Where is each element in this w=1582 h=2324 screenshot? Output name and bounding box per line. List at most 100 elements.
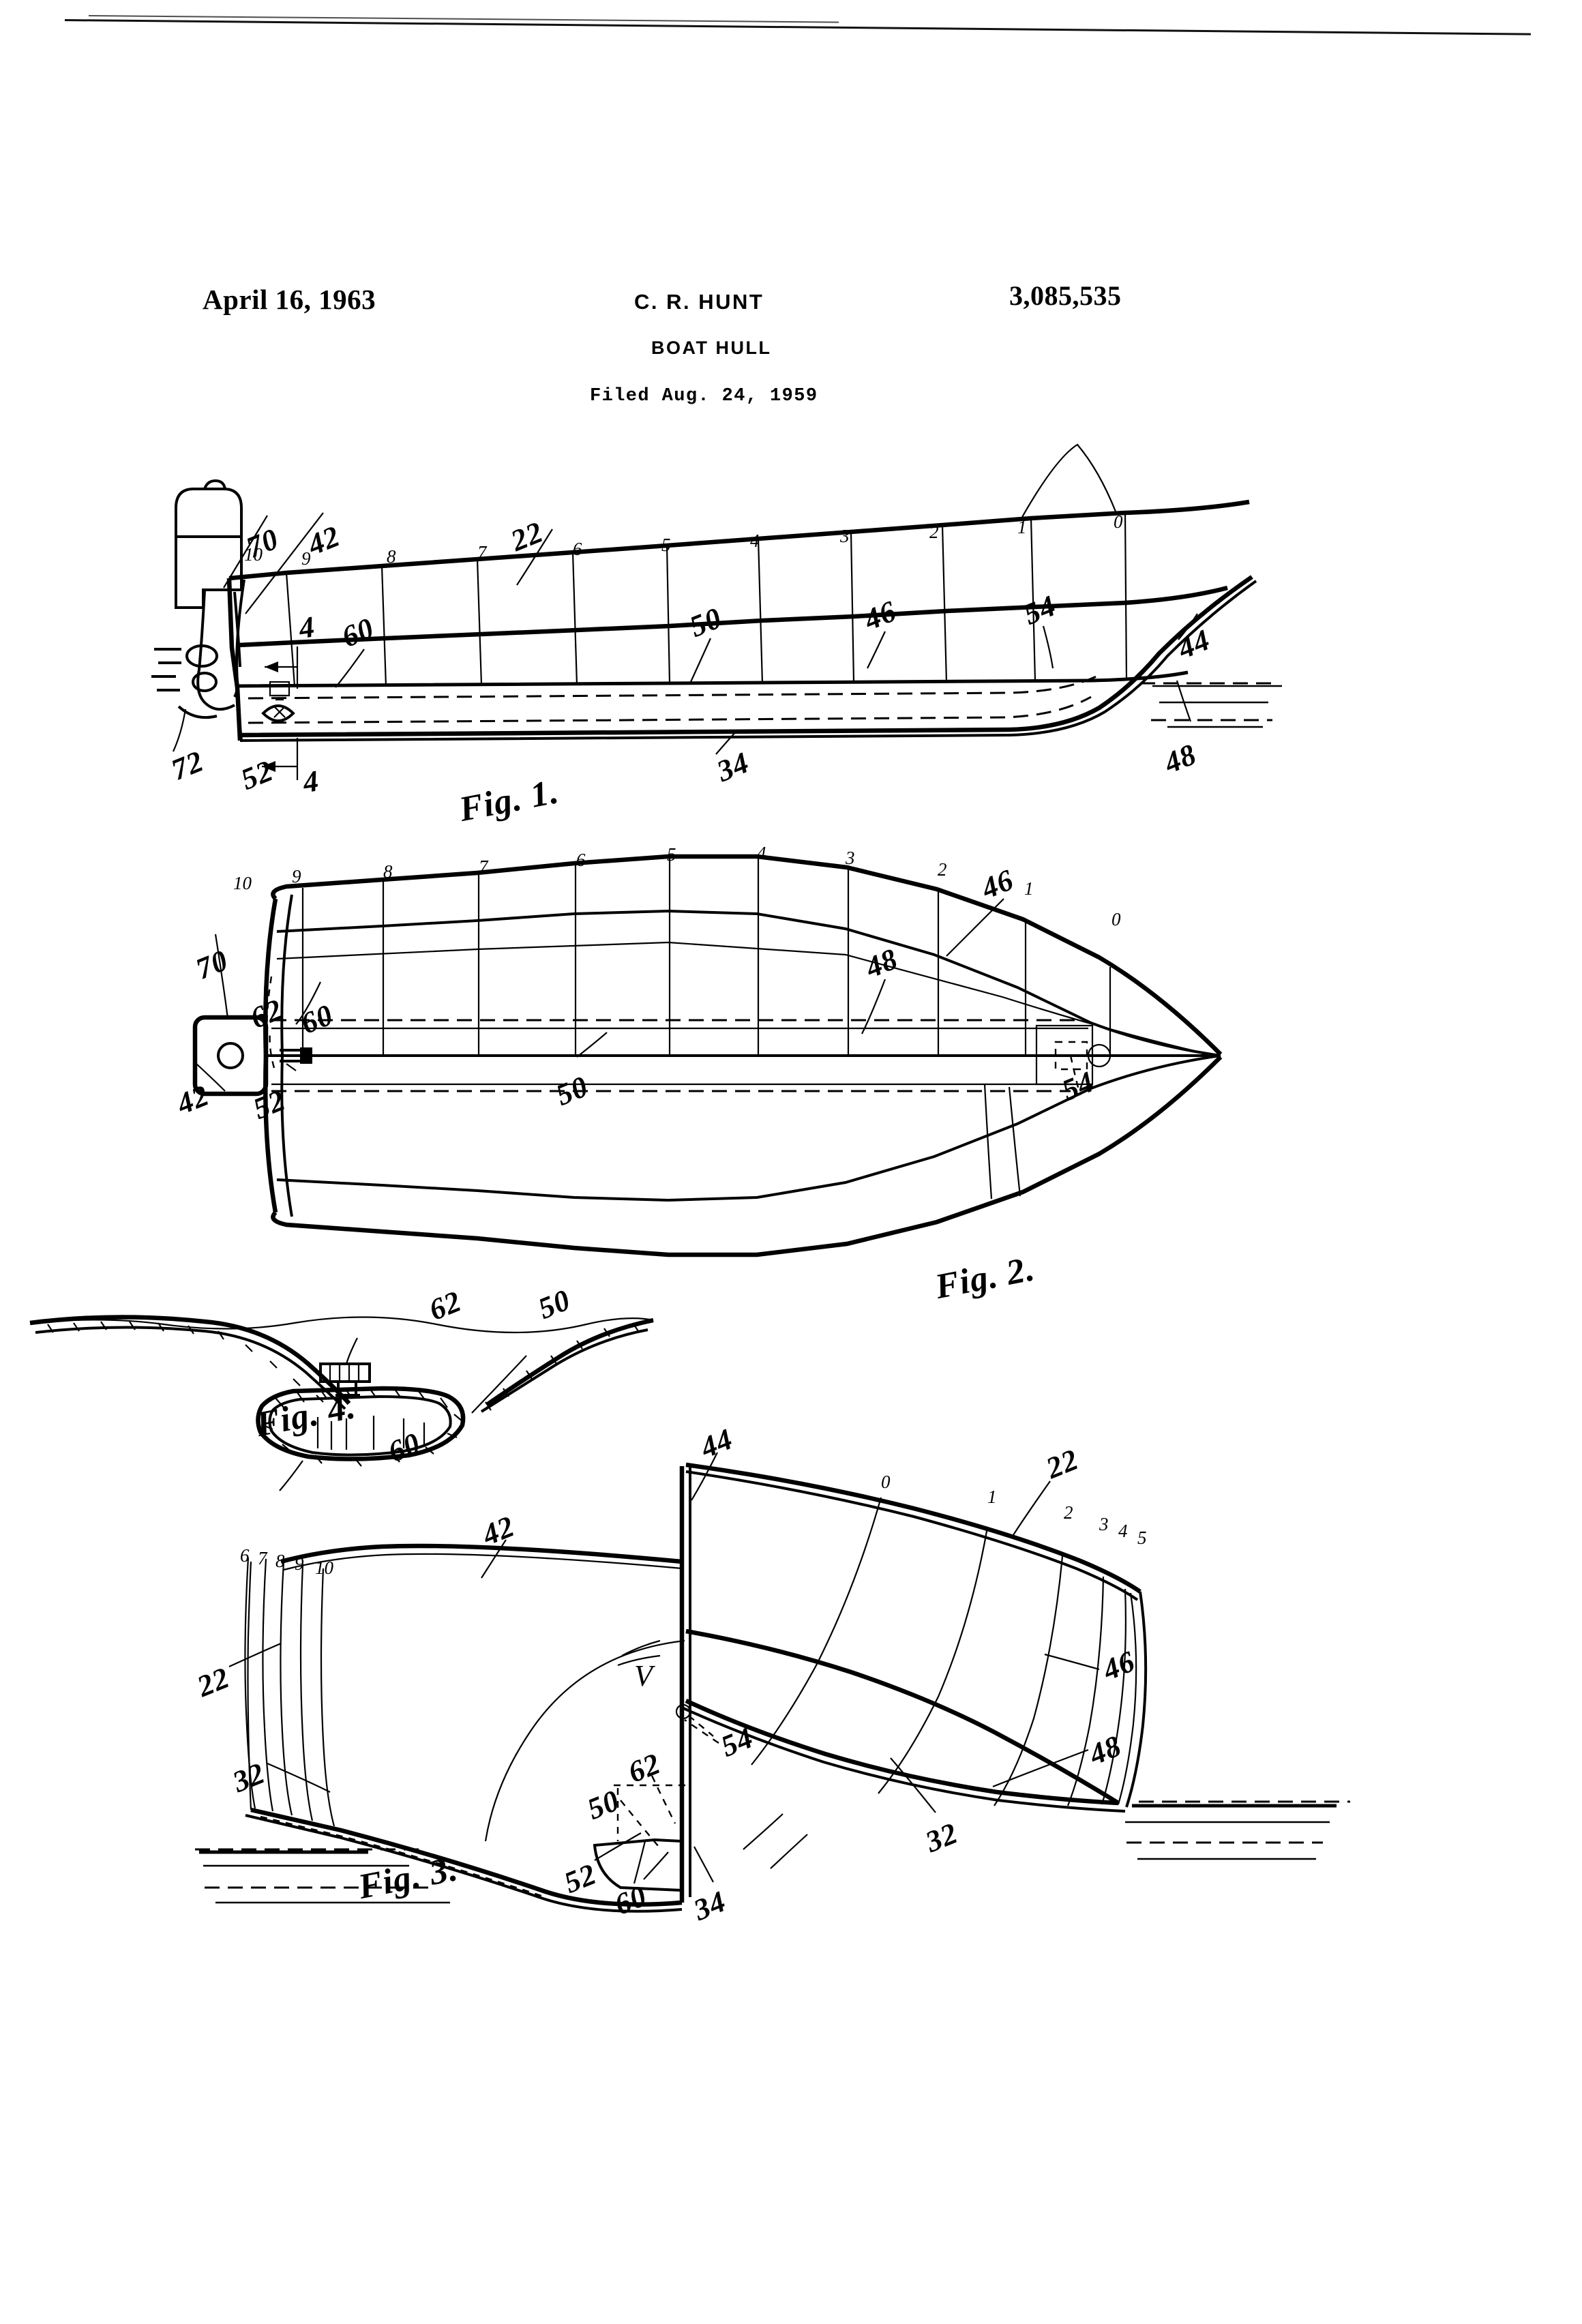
section-arrow-4-lower [262,738,299,780]
fig3-station-right-1-1: 1 [987,1487,997,1507]
leader-60-fig2 [295,981,321,1025]
fig1-station-8-2: 8 [387,546,396,567]
lead-line-42 [245,512,324,614]
leader-42-fig2 [196,1063,226,1092]
leader-44-fig3 [691,1452,718,1501]
fig3-keel-box [593,1703,714,1892]
fig3-station-right-2-2: 2 [1064,1502,1073,1523]
issue-date: April 16, 1963 [203,284,376,315]
leader-54-fig3 [684,1719,719,1744]
figure-4-drawing [29,1315,654,1491]
leader-22r-fig3 [1011,1480,1051,1538]
fig3-station-left-9-3: 9 [295,1553,304,1574]
keel-bottom-2 [239,580,1257,742]
transom-inner-fig2 [280,894,293,1217]
leader-22 [516,528,553,586]
fig3-station-right-4-4: 4 [1118,1521,1128,1541]
leader-62-fig3 [651,1775,676,1824]
leader-48-fig2 [861,979,886,1034]
fig2-station-2-8: 2 [938,859,947,880]
gunwale-upper [271,854,1223,1056]
section-hatching [263,1388,463,1467]
fig3-station-left-7-1: 7 [258,1548,267,1568]
sheer-line [228,499,1250,581]
leader-54 [1042,625,1054,669]
filing-date: Filed Aug. 24, 1959 [590,386,818,406]
keel-bottom [239,575,1253,738]
leader-50-fig4 [471,1355,527,1414]
transom-inner [235,579,245,741]
leader-34 [715,730,737,755]
fig3-left-stations [244,1557,335,1827]
figure-1-drawing [151,443,1282,780]
fig2-station-1-9: 1 [1024,878,1034,899]
bow-fitting-lead2 [1008,1086,1021,1197]
fig1-station-1-9: 1 [1017,517,1027,537]
figure-3-v-annotation: V [634,1659,653,1693]
leader-50-fig2 [576,1032,608,1058]
fig3-station-left-6-0: 6 [240,1545,250,1566]
fig3-station-right-5-5: 5 [1137,1528,1147,1548]
fig3-water-left [195,1848,450,1904]
leader-48-fig3 [992,1748,1089,1788]
patent-number: 3,085,535 [1009,280,1122,311]
fig3-water-right [1125,1800,1350,1860]
leader-60-fig4 [279,1460,303,1491]
chine-lower [276,1054,1221,1202]
leader-34-fig3 [693,1846,714,1883]
fig3-left-chine [250,1807,683,1907]
leader-V-fig3 [617,1654,661,1667]
fig2-station-9-1: 9 [292,866,301,887]
leader-62-fig2 [266,976,273,1029]
transom-fitting-fig2 [280,1047,312,1071]
chine-line [238,585,1228,648]
figure-3-drawing [195,1452,1350,1913]
fig1-station-4-6: 4 [750,531,760,551]
hidden-keel-lower [248,696,1092,724]
leader-22l-fig3 [228,1642,282,1667]
leader-32l-fig3 [267,1762,331,1793]
inner-line-upper [276,941,1221,1058]
bow-fitting-lead [983,1084,993,1200]
lead-line-70 [223,515,268,589]
leader-52-fig2 [269,1030,275,1069]
fig2-station-4-6: 4 [757,843,766,863]
fig2-station-6-4: 6 [576,850,586,870]
hidden-keel-upper [248,672,1103,700]
fig3-station-right-0-0: 0 [881,1472,891,1492]
fig1-station-6-4: 6 [573,539,582,559]
inventor-name: C. R. HUNT [634,290,764,314]
leader-60 [335,649,365,688]
fig3-left-sheer [280,1543,683,1564]
fig1-station-2-8: 2 [929,522,939,542]
leader-46-fig2 [946,898,1004,957]
fig3-right-stations [751,1497,1126,1806]
waterline-upper [237,670,1189,688]
fig3-station-left-8-2: 8 [275,1551,285,1571]
fig2-station-7-3: 7 [479,856,488,877]
leader-54-fig2 [1069,1055,1081,1096]
leader-44 [1178,613,1198,640]
figure-2-drawing [192,854,1223,1257]
leader-46 [867,631,886,669]
leader-60-fig3 [643,1851,669,1880]
gunwale-lower [271,1055,1223,1257]
leader-32r-fig3 [890,1757,936,1813]
fig2-station-0-10: 0 [1111,909,1121,929]
leader-62-fig4 [345,1337,358,1365]
fig1-station-10-0: 10 [244,544,263,565]
leader-50 [689,638,712,684]
patent-title: BOAT HULL [651,338,772,358]
outboard-motor-group [151,479,243,752]
leader-46-fig3 [1044,1653,1100,1671]
fig2-station-10-0: 10 [233,873,252,893]
fig2-station-8-2: 8 [383,861,393,882]
fig2-station-3-7: 3 [846,848,855,868]
fig3-right-chine [685,1628,1120,1805]
water-surface-fig1 [1140,682,1282,728]
windshield [1021,443,1117,519]
fig3-v-arc [484,1639,685,1842]
transom-fig2 [263,898,278,1213]
keel-fitting [261,681,295,722]
